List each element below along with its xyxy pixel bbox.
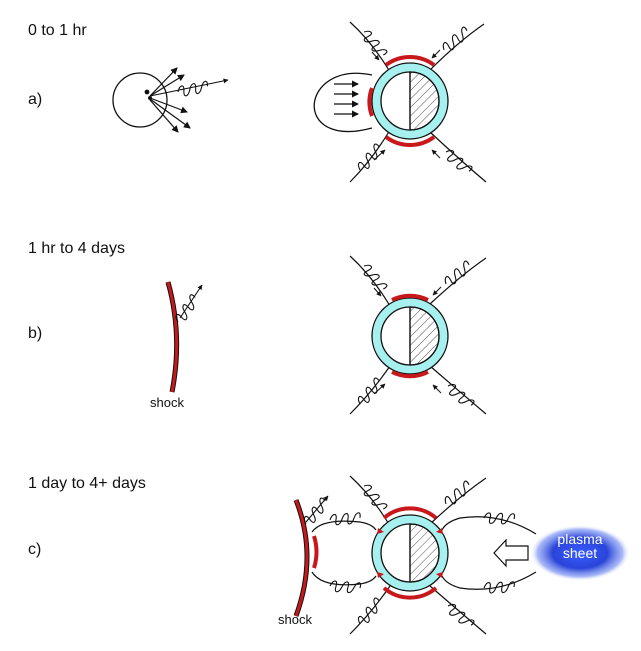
earth-night-side xyxy=(409,71,440,131)
injection-region xyxy=(313,72,373,133)
hollow-arrow xyxy=(493,538,529,568)
field-line xyxy=(349,21,391,73)
gyration-helix xyxy=(444,601,476,631)
red-belt-top xyxy=(382,506,438,520)
field-line xyxy=(149,78,229,97)
panel-b-magnetosphere xyxy=(349,255,487,415)
gyration-helix xyxy=(359,482,389,514)
emission-arrow xyxy=(149,97,188,114)
panel-c-shock xyxy=(293,495,377,617)
plasma-sheet-label-line1: plasma xyxy=(557,531,603,547)
field-line xyxy=(349,129,391,183)
field-line xyxy=(429,23,485,71)
gyration-helix xyxy=(440,25,472,55)
field-line xyxy=(311,571,377,586)
red-belt-bottom xyxy=(384,135,436,147)
field-line xyxy=(311,520,377,533)
red-belt-top xyxy=(391,293,429,302)
plasma-sheet-cloud xyxy=(530,525,630,581)
shock-label-b: shock xyxy=(150,395,184,410)
shock-label-c: shock xyxy=(278,612,312,627)
field-line xyxy=(441,516,537,535)
emission-arrow xyxy=(149,74,185,97)
gyration-helix xyxy=(442,147,474,177)
earth-night-side xyxy=(409,523,440,583)
red-belt-injection xyxy=(367,87,374,117)
plasma-sheet xyxy=(493,525,630,581)
shock-front xyxy=(294,499,309,617)
field-line xyxy=(441,571,537,590)
gyration-helix xyxy=(442,259,474,289)
gyration-helix xyxy=(442,479,474,509)
emission-arrow xyxy=(149,67,178,97)
red-belt-top xyxy=(384,55,436,67)
panel-a-source xyxy=(112,67,229,133)
gyration-helix xyxy=(355,142,385,174)
gyration-helix xyxy=(329,512,362,526)
shock-front xyxy=(166,281,179,393)
panel-b-label: b) xyxy=(28,325,43,342)
panel-c-magnetosphere xyxy=(349,475,537,635)
panel-b-time-label: 1 hr to 4 days xyxy=(28,240,125,257)
gyration-helix xyxy=(329,580,362,594)
red-belt-bottom xyxy=(391,370,429,379)
panel-a-magnetosphere xyxy=(313,21,487,183)
plasma-sheet-label-line2: sheet xyxy=(562,545,598,561)
emission-arrow xyxy=(149,99,179,133)
panel-a-time-label: 0 to 1 hr xyxy=(28,22,87,39)
panel-a-label: a) xyxy=(28,91,43,108)
earth-night-side xyxy=(409,306,440,366)
plasma-sheet-label: plasma sheet xyxy=(537,532,623,560)
panel-c-label: c) xyxy=(28,541,42,558)
panel-b-shock xyxy=(165,281,203,393)
gyration-helix xyxy=(173,293,201,326)
gyration-helix xyxy=(444,381,476,411)
emission-arrow xyxy=(149,98,191,129)
source-circle xyxy=(112,72,168,128)
red-belt-bottom xyxy=(382,586,438,600)
panel-c-time-label: 1 day to 4+ days xyxy=(28,475,146,492)
